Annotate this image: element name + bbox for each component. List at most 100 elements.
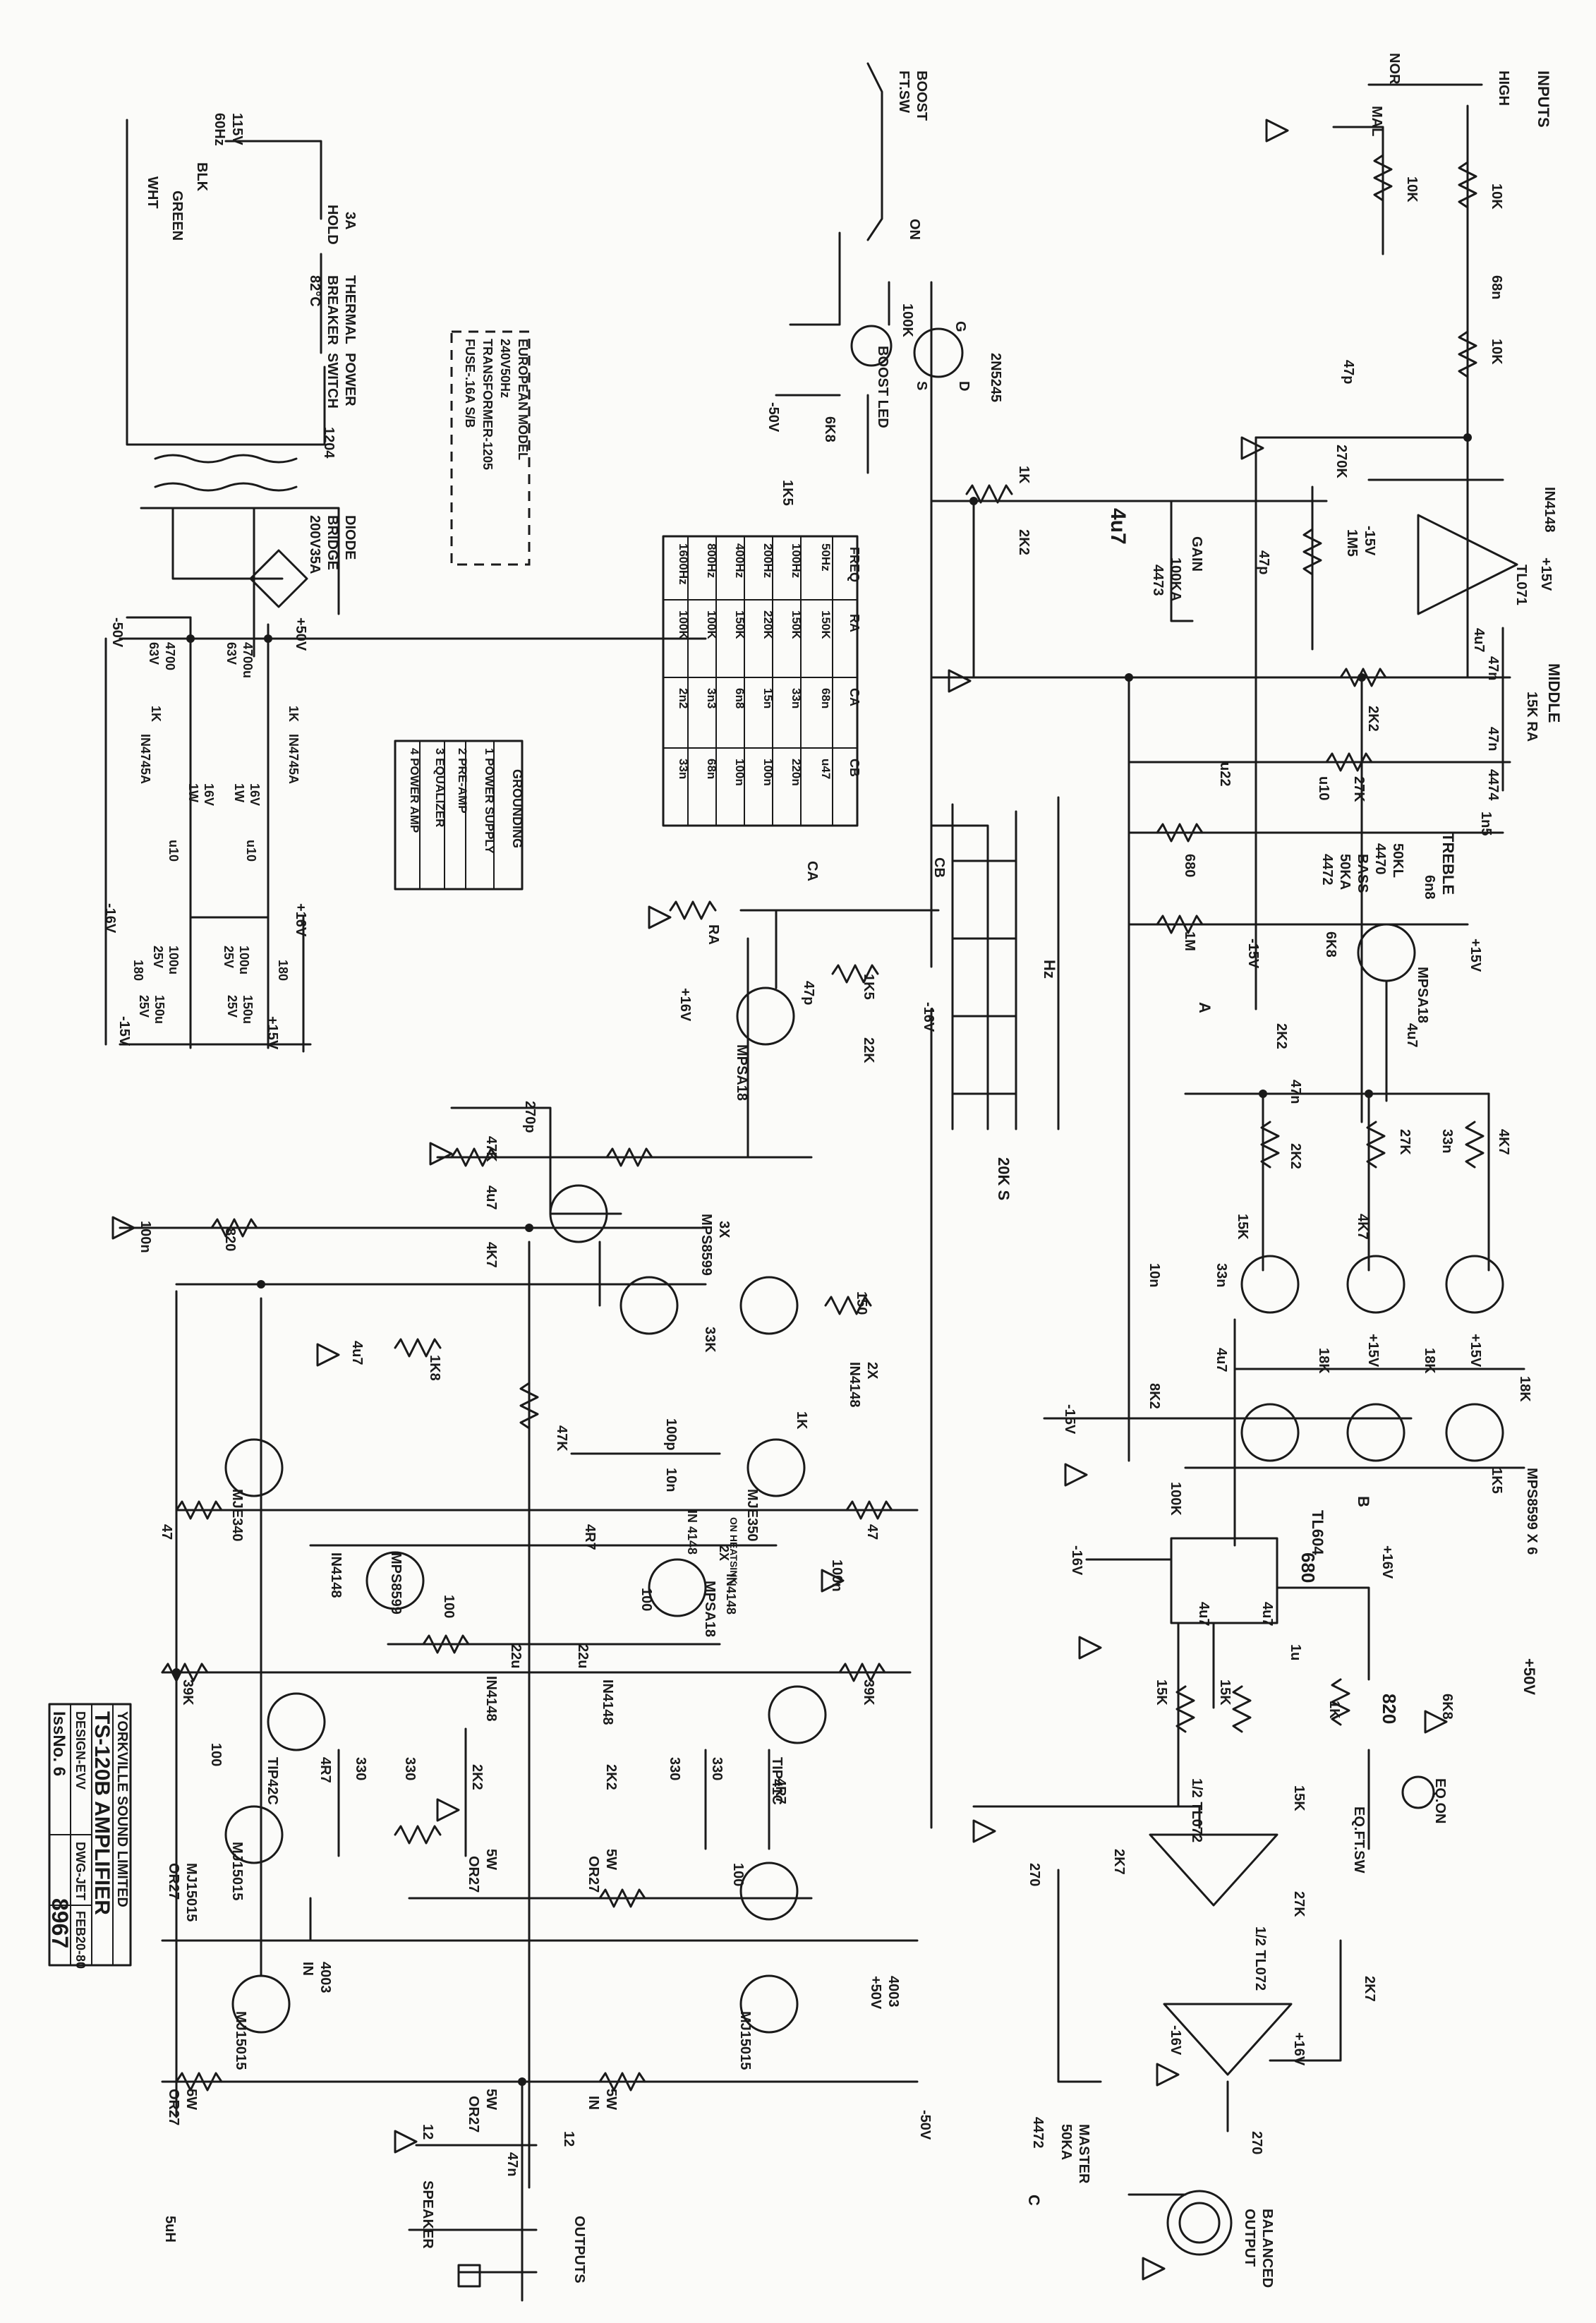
tone-parts: 47n 47n 2K2 2K2 27K 1n5 u10 u22 680 1M 6… bbox=[1182, 656, 1501, 1049]
ps-mains-voltage: 115V bbox=[229, 113, 245, 145]
eq-cell: 100Hz bbox=[790, 543, 803, 578]
eq-label-20k: 20K S bbox=[995, 1157, 1012, 1200]
eq-cell: 1600Hz bbox=[677, 543, 690, 585]
input-part: 68n bbox=[1489, 275, 1504, 299]
eq-part: -16V bbox=[921, 1002, 936, 1032]
tone-part: 680 bbox=[1182, 854, 1197, 877]
eq-table bbox=[662, 535, 859, 827]
pa-part: 1K bbox=[794, 1411, 809, 1430]
boost-part: -50V bbox=[766, 402, 781, 433]
eq-cell: 150K bbox=[790, 610, 803, 639]
tone-label: 4470 bbox=[1372, 843, 1388, 875]
eq-amp-part: -16V bbox=[1069, 1545, 1084, 1576]
eq-cell: 68n bbox=[819, 688, 833, 708]
ps-part: 63V bbox=[224, 642, 238, 665]
boost-label-1: FT.SW bbox=[896, 71, 912, 113]
eq-amp-part: 100K bbox=[1168, 1482, 1183, 1516]
boost-part: 1K5 bbox=[780, 480, 795, 506]
pa-part: OR27 bbox=[466, 1856, 481, 1893]
eq-cell: 220K bbox=[761, 610, 775, 639]
eq-cell: 800Hz bbox=[705, 543, 718, 578]
labels-layer: YORKVILLE SOUND LIMITED TS-120B AMPLIFIE… bbox=[47, 53, 1563, 2288]
pa-part: -50V bbox=[917, 2110, 933, 2140]
ps-mains-freq: 60Hz bbox=[212, 113, 227, 146]
ps-part: 150u bbox=[241, 995, 255, 1024]
out-part: 50KA bbox=[1058, 2124, 1074, 2160]
ps-part: 1W bbox=[232, 783, 246, 802]
pa-part: IN4148 bbox=[847, 1362, 862, 1408]
pa-part: MPSA18 bbox=[702, 1581, 718, 1637]
boost-on: ON bbox=[907, 219, 922, 240]
input-part: 1M5 bbox=[1344, 529, 1360, 557]
out-part: MASTER bbox=[1076, 2124, 1092, 2184]
note-european-2: TRANSFORMER-1205 bbox=[480, 339, 495, 470]
ps-part: 63V bbox=[147, 642, 161, 665]
ps-part: 100u bbox=[237, 946, 251, 975]
out-part: 1/2 TL072 bbox=[1189, 1778, 1204, 1842]
title-design: DESIGN-EVV bbox=[73, 1711, 87, 1790]
ps-bridge-1: BRIDGE bbox=[325, 515, 340, 570]
eq-cell: 2n2 bbox=[677, 688, 690, 708]
pa-part: 4R7 bbox=[318, 1757, 333, 1783]
pa-part: 47 bbox=[159, 1524, 174, 1540]
ps-part: u10 bbox=[167, 840, 181, 862]
eq-amp-part: 1K bbox=[1326, 1701, 1342, 1719]
pa-part: 2K2 bbox=[469, 1764, 485, 1790]
eq-amp-part: 4u7 bbox=[1214, 1348, 1229, 1372]
tone-labels: MIDDLE 15K RA 4474 TREBLE 6n8 50KL 4470 … bbox=[1319, 663, 1563, 899]
pa-part: ON HEATSINK bbox=[728, 1517, 739, 1584]
pa-part: IN4148 bbox=[600, 1679, 615, 1725]
ps-rail-minus16: -16V bbox=[102, 903, 118, 934]
eq-amp-part: MPS8599 X 6 bbox=[1524, 1468, 1540, 1555]
pa-part: 5W bbox=[183, 2089, 199, 2110]
out-part: 15K bbox=[1291, 1785, 1307, 1811]
tone-label: BASS bbox=[1355, 854, 1370, 893]
pa-part: MJ15015 bbox=[183, 1863, 199, 1921]
pa-part: 39K bbox=[861, 1679, 876, 1706]
input-part: 2K2 bbox=[1016, 529, 1032, 555]
note-european-1: 240V50Hz bbox=[498, 339, 512, 398]
tone-label: TREBLE bbox=[1439, 833, 1457, 895]
input-part: 47p bbox=[1341, 360, 1356, 384]
title-company: YORKVILLE SOUND LIMITED bbox=[114, 1711, 130, 1907]
tone-part: 6K8 bbox=[1323, 931, 1338, 958]
eq-label-cb: CB bbox=[931, 857, 947, 878]
eq-amp-part: 4u7 bbox=[1196, 1602, 1211, 1626]
input-part: -15V bbox=[1362, 526, 1377, 556]
tone-part: u22 bbox=[1217, 762, 1233, 786]
grounding-item-1: 2 PRE-AMP bbox=[456, 748, 469, 814]
eq-amp-part: 8K2 bbox=[1147, 1383, 1162, 1409]
ps-part: 4700 bbox=[163, 642, 177, 670]
out-marker-c: C bbox=[1025, 2195, 1043, 2206]
european-model-box bbox=[450, 330, 531, 566]
pa-part: MJE350 bbox=[744, 1489, 760, 1542]
title-model: TS-120B AMPLIFIER bbox=[90, 1711, 114, 1915]
tone-label: 6n8 bbox=[1422, 875, 1437, 899]
pa-part: 1K8 bbox=[427, 1355, 442, 1381]
eq-label-ca: CA bbox=[804, 861, 820, 881]
wiring bbox=[104, 62, 1525, 2302]
ps-part: 180 bbox=[276, 960, 290, 981]
pa-part: MJE340 bbox=[229, 1489, 245, 1542]
eq-amp-part: +16V bbox=[1379, 1545, 1395, 1579]
eq-cell: 68n bbox=[705, 759, 718, 779]
pa-part: 5W bbox=[603, 2089, 619, 2110]
eq-cell: 33n bbox=[790, 688, 803, 708]
ps-part: 1W bbox=[186, 783, 200, 802]
eq-section-labels: Hz 20K S CA CB RA 1K5 47p 22K -16V +16V … bbox=[677, 857, 1058, 1200]
tone-label: MIDDLE bbox=[1545, 663, 1563, 723]
out-part: 270 bbox=[1027, 1863, 1042, 1886]
eq-cell: 50Hz bbox=[819, 543, 833, 572]
eq-amp-part: 10n bbox=[1147, 1263, 1162, 1287]
tone-part: 2K2 bbox=[1274, 1023, 1289, 1049]
pa-part: 47K bbox=[554, 1425, 569, 1452]
eq-amp-marker-a: A bbox=[1196, 1002, 1214, 1013]
ps-switch-1: SWITCH bbox=[325, 353, 340, 409]
input-jack-mal: MAL bbox=[1369, 106, 1384, 136]
tone-part: u10 bbox=[1316, 776, 1331, 800]
eq-part: 22K bbox=[861, 1037, 876, 1063]
pa-part: 10n bbox=[663, 1468, 679, 1492]
tone-label: 4474 bbox=[1485, 769, 1501, 801]
input-part: 270K bbox=[1334, 445, 1349, 478]
